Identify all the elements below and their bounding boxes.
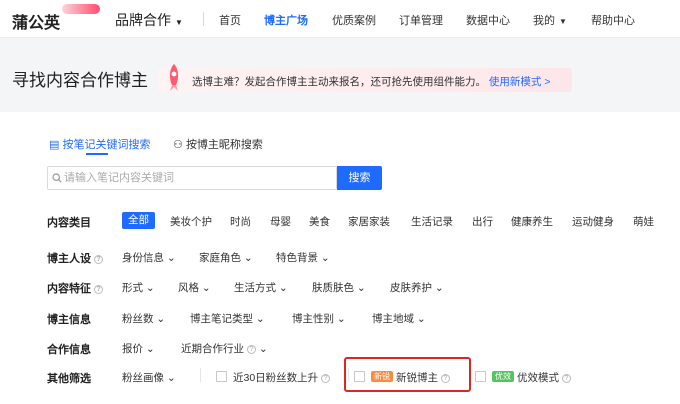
help-icon[interactable]: ? bbox=[321, 374, 331, 383]
info-dropdown[interactable]: 博主笔记类型 ⌄ bbox=[190, 313, 265, 325]
category-option[interactable]: 母婴 bbox=[270, 216, 291, 228]
brand-name[interactable]: 蒲公英 bbox=[12, 15, 61, 32]
use-new-mode-link[interactable]: 使用新模式 > bbox=[488, 76, 551, 88]
persona-dropdown[interactable]: 身份信息 ⌄ bbox=[122, 252, 176, 264]
category-option[interactable]: 健康养生 bbox=[511, 216, 553, 228]
divider bbox=[348, 368, 349, 382]
category-option[interactable]: 美妆个护 bbox=[170, 216, 212, 228]
chevron-down-icon: ⌄ bbox=[278, 282, 288, 294]
banner-text: 选博主难？发起合作博主主动来报名，还可抢先使用组件能力。 使用新模式 > bbox=[192, 76, 551, 88]
search-button[interactable]: 搜索 bbox=[337, 166, 382, 190]
help-icon[interactable]: ? bbox=[94, 255, 103, 264]
info-dropdown[interactable]: 博主性别 ⌄ bbox=[292, 313, 346, 325]
search-card bbox=[0, 112, 680, 404]
cooperation-dropdown[interactable]: 报价 ⌄ bbox=[122, 343, 155, 355]
new-blogger-label: 新锐博主? bbox=[396, 370, 450, 385]
persona-dropdown[interactable]: 特色背景 ⌄ bbox=[276, 252, 330, 264]
nav-divider bbox=[203, 12, 204, 26]
nav-orders[interactable]: 订单管理 bbox=[399, 15, 443, 27]
chevron-down-icon: ⌄ bbox=[145, 282, 155, 294]
note-icon: ▤ bbox=[49, 139, 60, 151]
highlight-frame bbox=[344, 357, 471, 392]
new-tag-badge: 新锐 bbox=[371, 371, 393, 382]
chevron-down-icon: ⌄ bbox=[258, 343, 268, 355]
promo-banner[interactable] bbox=[158, 68, 572, 92]
chevron-down-icon: ⌄ bbox=[356, 282, 366, 294]
feature-dropdown[interactable]: 形式 ⌄ bbox=[122, 282, 155, 294]
chevron-down-icon: ⌄ bbox=[255, 313, 265, 325]
persona-dropdown[interactable]: 家庭角色 ⌄ bbox=[199, 252, 253, 264]
help-icon[interactable]: ? bbox=[441, 374, 450, 383]
feature-dropdown[interactable]: 风格 ⌄ bbox=[178, 282, 211, 294]
nav-cases[interactable]: 优质案例 bbox=[332, 15, 376, 27]
active-tab-indicator bbox=[86, 153, 108, 155]
chevron-down-icon: ⌄ bbox=[201, 282, 211, 294]
help-icon[interactable]: ? bbox=[94, 285, 103, 294]
tab-keyword-search[interactable]: ▤ 按笔记关键词搜索 bbox=[49, 139, 151, 151]
chevron-down-icon: ⌄ bbox=[156, 313, 166, 325]
top-nav: 蒲公英 品牌合作▼ 首页 博主广场 优质案例 订单管理 数据中心 我的▼ 帮助中… bbox=[0, 0, 680, 38]
category-option[interactable]: 生活记录 bbox=[411, 216, 453, 228]
efficiency-mode-checkbox[interactable] bbox=[475, 371, 486, 382]
feature-dropdown[interactable]: 肤质肤色 ⌄ bbox=[312, 282, 366, 294]
feature-dropdown[interactable]: 皮肤养护 ⌄ bbox=[390, 282, 444, 294]
efficiency-mode-label: 优效模式? bbox=[517, 370, 571, 385]
chevron-down-icon: ⌄ bbox=[145, 343, 155, 355]
info-dropdown[interactable]: 博主地域 ⌄ bbox=[372, 313, 426, 325]
nav-home[interactable]: 首页 bbox=[219, 15, 241, 27]
chevron-down-icon: ⌄ bbox=[416, 313, 426, 325]
chevron-down-icon: ⌄ bbox=[243, 252, 253, 264]
category-option[interactable]: 运动健身 bbox=[572, 216, 614, 228]
fans-rise-label: 近30日粉丝数上升? bbox=[233, 370, 331, 385]
content-category-label: 内容类目 bbox=[47, 217, 91, 229]
nav-data-center[interactable]: 数据中心 bbox=[466, 15, 510, 27]
brand-cooperation-menu[interactable]: 品牌合作▼ bbox=[115, 12, 183, 28]
category-option[interactable]: 家居家装 bbox=[348, 216, 390, 228]
nav-help-center[interactable]: 帮助中心 bbox=[591, 15, 635, 27]
chevron-down-icon: ▼ bbox=[175, 18, 183, 27]
search-input[interactable] bbox=[64, 166, 334, 190]
chevron-down-icon: ⌄ bbox=[336, 313, 346, 325]
fans-rise-checkbox[interactable] bbox=[216, 371, 227, 382]
cooperation-info-label: 合作信息 bbox=[47, 344, 91, 356]
persona-label: 博主人设? bbox=[47, 250, 103, 266]
content-feature-label: 内容特征? bbox=[47, 280, 103, 296]
chevron-down-icon: ⌄ bbox=[434, 282, 444, 294]
category-option[interactable]: 萌娃 bbox=[633, 216, 654, 228]
cooperation-dropdown[interactable]: 近期合作行业? ⌄ bbox=[181, 343, 268, 355]
efficiency-tag-badge: 优效 bbox=[492, 371, 514, 382]
info-dropdown[interactable]: 粉丝数 ⌄ bbox=[122, 313, 166, 325]
category-all-option[interactable]: 全部 bbox=[122, 212, 155, 229]
divider bbox=[200, 368, 201, 382]
category-option[interactable]: 时尚 bbox=[230, 216, 251, 228]
page-title: 寻找内容合作博主 bbox=[12, 71, 148, 90]
new-blogger-checkbox[interactable] bbox=[354, 371, 365, 382]
nav-mine[interactable]: 我的▼ bbox=[533, 15, 567, 27]
help-icon[interactable]: ? bbox=[562, 374, 571, 383]
chevron-down-icon: ▼ bbox=[559, 17, 567, 26]
chevron-down-icon: ⌄ bbox=[166, 372, 176, 384]
chevron-down-icon: ⌄ bbox=[166, 252, 176, 264]
chevron-down-icon: ⌄ bbox=[320, 252, 330, 264]
category-option[interactable]: 出行 bbox=[472, 216, 493, 228]
feature-dropdown[interactable]: 生活方式 ⌄ bbox=[234, 282, 288, 294]
category-option[interactable]: 美食 bbox=[309, 216, 330, 228]
user-icon: ⚇ bbox=[173, 139, 183, 151]
search-icon bbox=[52, 173, 62, 183]
nav-blogger-square[interactable]: 博主广场 bbox=[264, 15, 308, 27]
rocket-icon bbox=[169, 64, 179, 91]
help-icon[interactable]: ? bbox=[247, 345, 256, 354]
other-filters-label: 其他筛选 bbox=[47, 373, 91, 385]
fans-profile-dropdown[interactable]: 粉丝画像 ⌄ bbox=[122, 372, 176, 384]
blogger-info-label: 博主信息 bbox=[47, 314, 91, 326]
tab-nickname-search[interactable]: ⚇ 按博主昵称搜索 bbox=[173, 139, 263, 151]
brand-logo-mark bbox=[62, 4, 100, 14]
